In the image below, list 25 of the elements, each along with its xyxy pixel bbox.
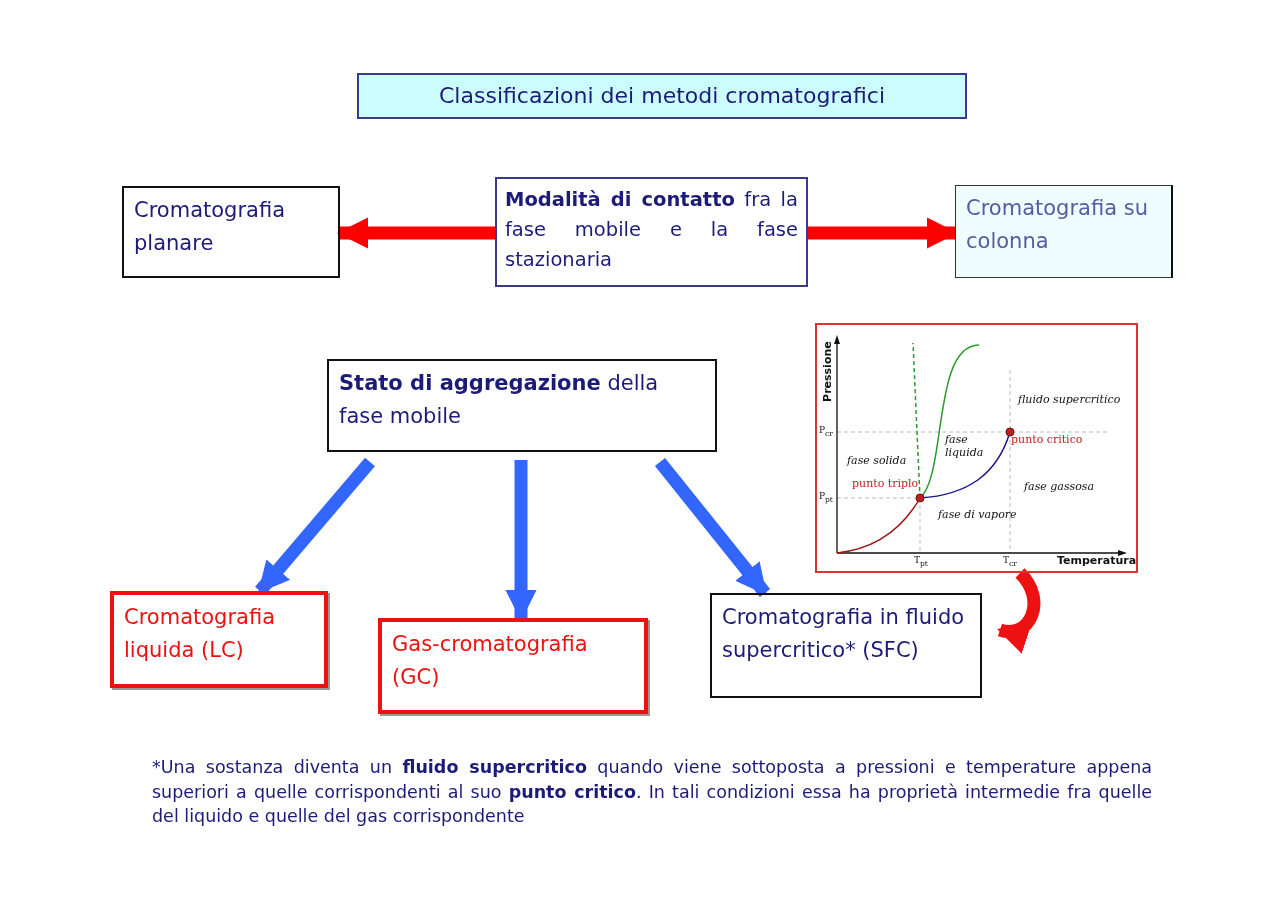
- tick-label: P$_{pt}$: [819, 491, 833, 504]
- axis-label: Temperatura: [1057, 554, 1137, 568]
- region-label: fluido supercritico: [1018, 393, 1121, 407]
- phase-diagram-panel: [815, 323, 1138, 573]
- region-label: fase liquida: [945, 433, 985, 460]
- title-box: Classificazioni dei metodi cromatografici: [357, 73, 967, 119]
- process-box: Stato di aggregazione della fase mobile: [327, 359, 717, 452]
- tick-label: P$_{cr}$: [819, 425, 833, 438]
- footnote: *Una sostanza diventa un fluido supercritico quando viene sottoposta a pressioni e temperature appena superiori a quelle corrispondenti al suo punto critico. In tali condizioni essa ha proprietà intermedie fra quelle del liquido e quelle del gas corrispondente: [152, 756, 1152, 828]
- tick-label: T$_{cr}$: [1003, 555, 1017, 568]
- point-label: punto triplo: [852, 477, 919, 491]
- region-label: fase di vapore: [938, 508, 1017, 522]
- region-label: fase solida: [847, 454, 907, 468]
- tick-label: T$_{pt}$: [914, 555, 928, 568]
- axis-label: Pressione: [820, 341, 834, 402]
- process-box: Cromatografia liquida (LC): [110, 591, 328, 688]
- process-box: Cromatografia in fluido supercritico* (SFC): [710, 593, 982, 698]
- region-label: fase gassosa: [1024, 480, 1094, 494]
- block-arrow: [654, 457, 771, 598]
- process-box: Modalità di contatto fra la fase mobile e la fase stazionaria: [495, 177, 808, 287]
- point-label: punto critico: [1011, 433, 1083, 447]
- block-arrow: [996, 568, 1041, 651]
- process-box: Cromatografia planare: [122, 186, 340, 278]
- process-box: Cromatografia su colonna: [955, 185, 1173, 278]
- process-box: Gas-cromatografia (GC): [378, 618, 648, 714]
